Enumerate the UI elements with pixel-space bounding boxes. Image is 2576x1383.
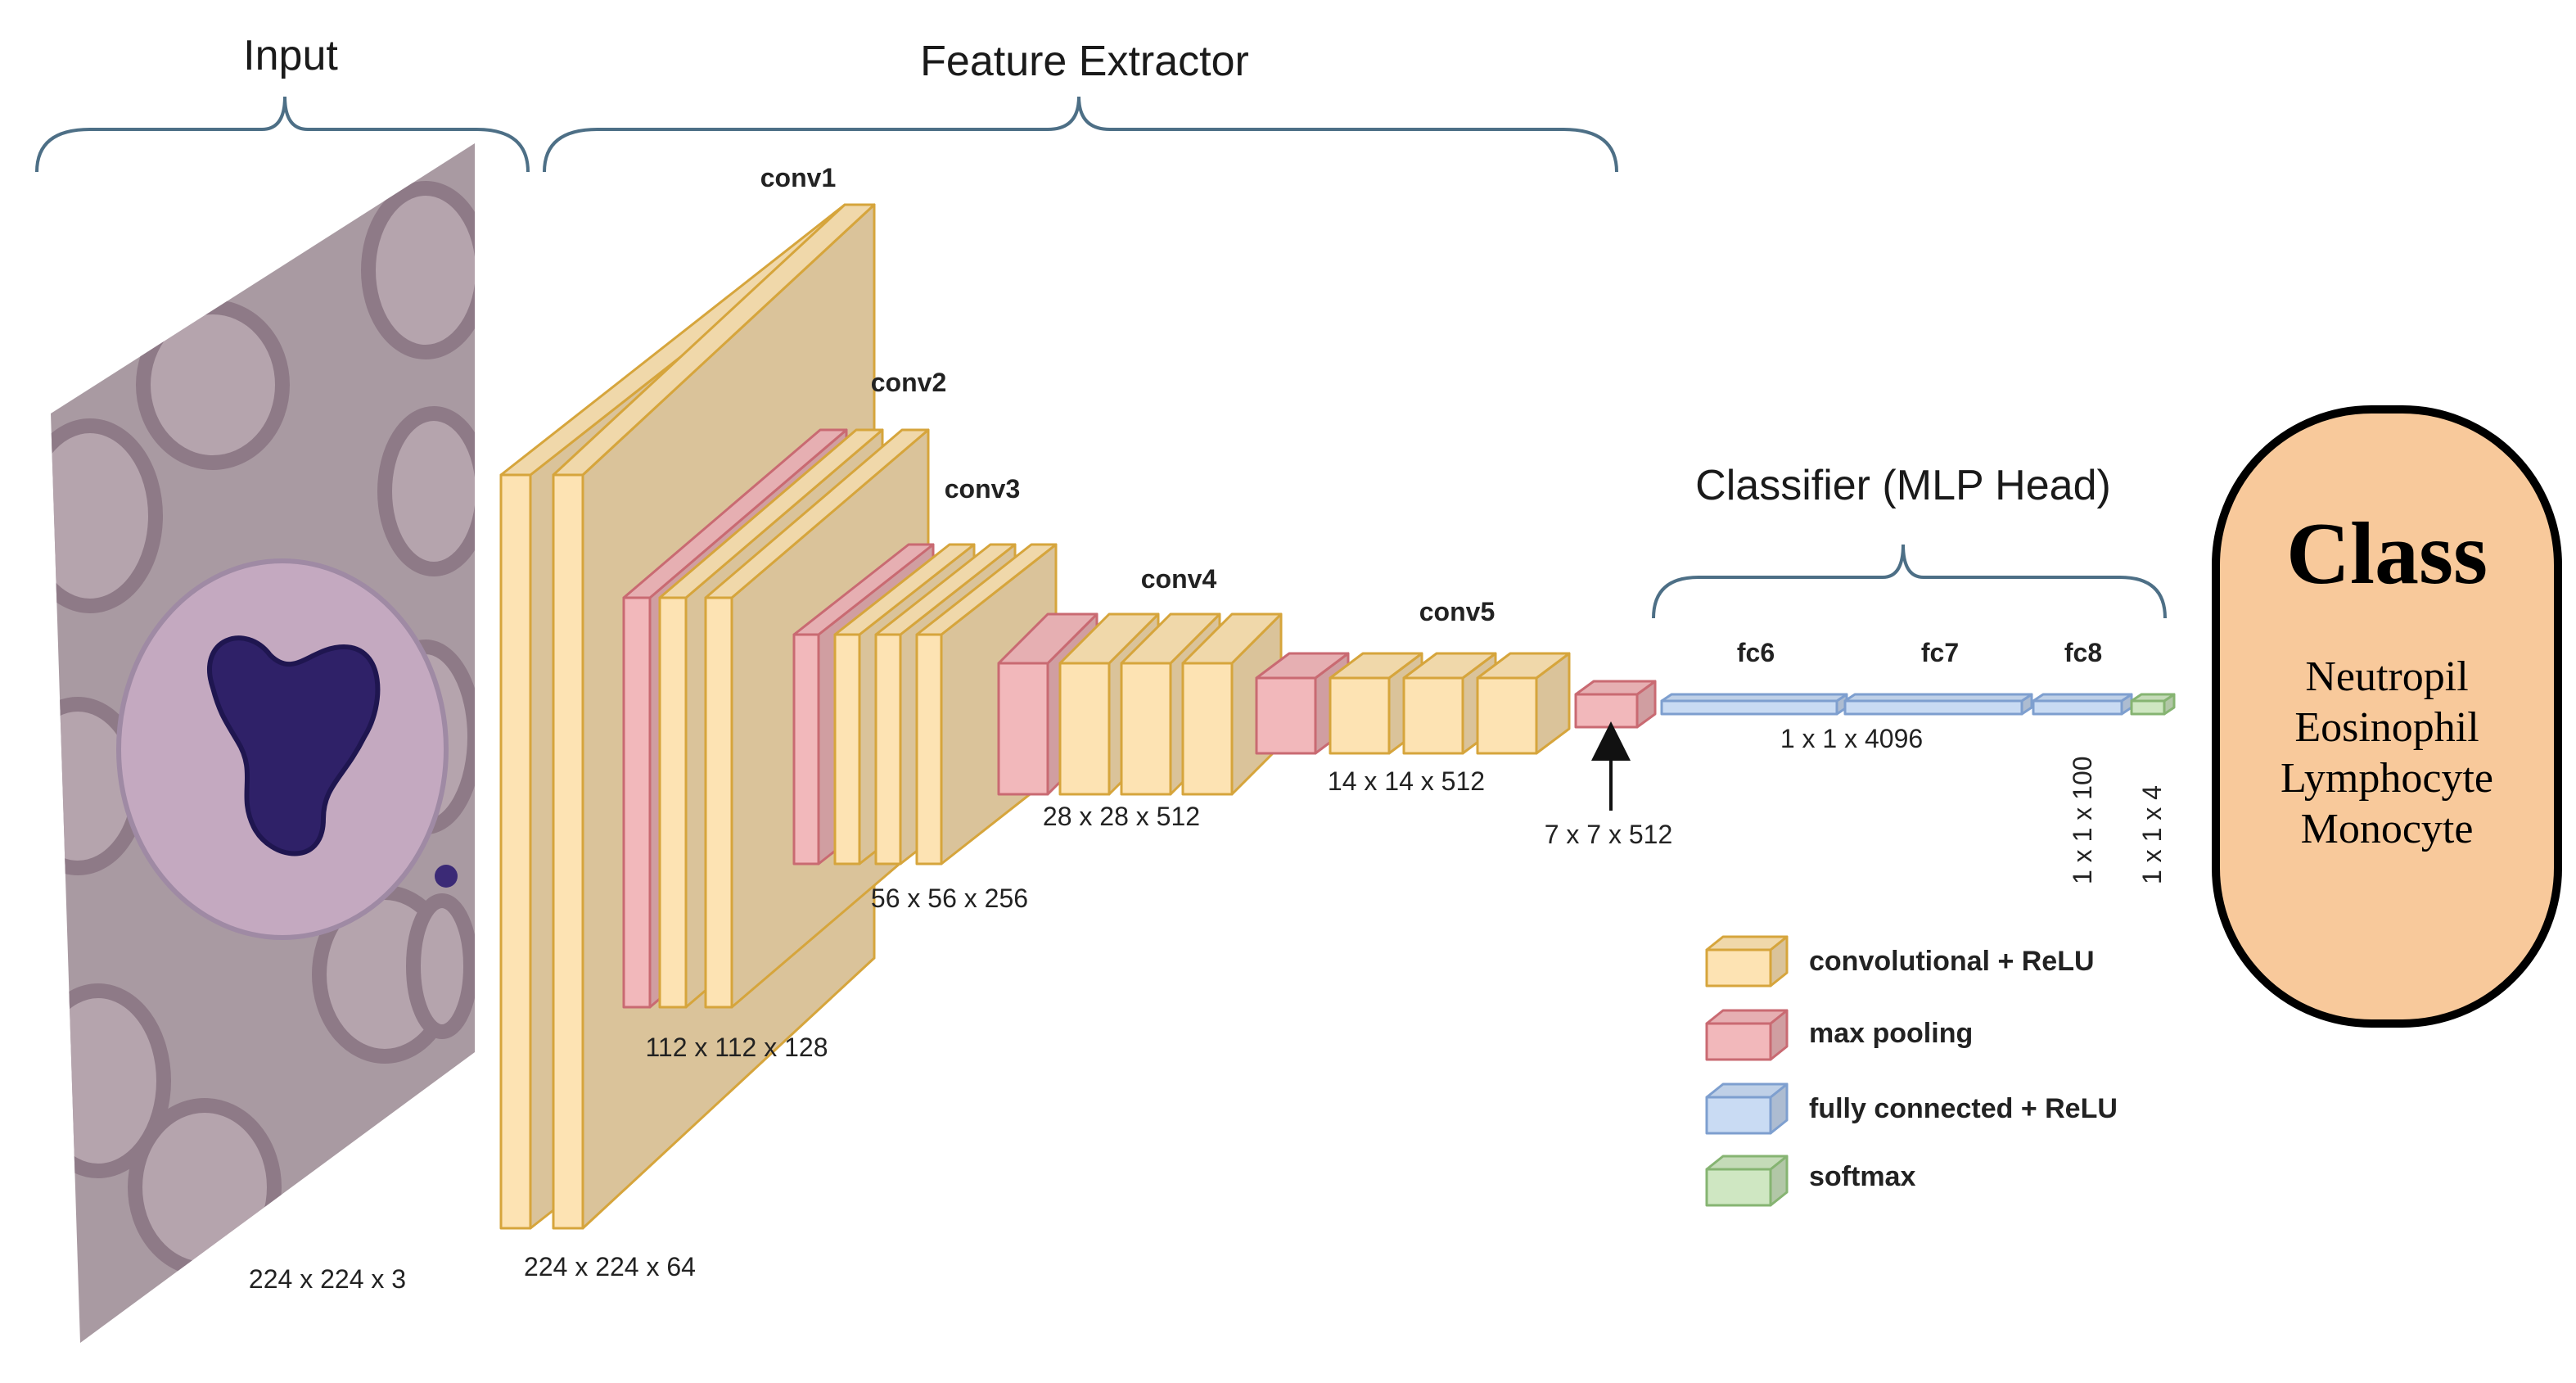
feature-extractor-title: Feature Extractor xyxy=(920,38,1249,85)
conv3-dim-label: 56 x 56 x 256 xyxy=(871,884,1028,913)
legend xyxy=(1705,935,1789,1207)
fc7-block-front xyxy=(1843,699,2023,716)
conv4-pool-front xyxy=(997,662,1049,796)
conv5-label: conv5 xyxy=(1419,597,1495,626)
conv3-slab-1-front xyxy=(833,633,861,866)
pool5-dim-label: 7 x 7 x 512 xyxy=(1545,820,1673,849)
fc8-block xyxy=(2032,693,2133,716)
layer-blocks xyxy=(499,203,2176,1230)
conv4-slab-1-front xyxy=(1058,662,1111,796)
conv3-label: conv3 xyxy=(945,474,1020,504)
class-item-monocyte: Monocyte xyxy=(2301,806,2474,852)
conv3-slab-2-front xyxy=(874,633,902,866)
class-item-lymphocyte: Lymphocyte xyxy=(2281,755,2493,802)
class-item-neutropil: Neutropil xyxy=(2305,653,2468,700)
legend-swatch-conv-front xyxy=(1705,948,1772,988)
conv2-slab-1-front xyxy=(658,596,688,1009)
conv5-pool-front xyxy=(1255,676,1317,755)
brackets xyxy=(35,96,2167,619)
legend-swatch-fc-front xyxy=(1705,1096,1772,1135)
conv2-pool-front xyxy=(622,596,652,1009)
pool5-block-front xyxy=(1574,693,1639,729)
conv3-pool-front xyxy=(792,633,820,866)
input-section-title: Input xyxy=(243,32,338,79)
fc7-label: fc7 xyxy=(1921,638,1959,667)
conv5-slab-1-front xyxy=(1329,676,1391,755)
legend-swatch-pool-top xyxy=(1705,1009,1789,1025)
input-bracket xyxy=(35,96,530,173)
conv2-slab-2-front xyxy=(704,596,733,1009)
legend-swatch-pool xyxy=(1705,1009,1789,1061)
conv4-slab-2-front xyxy=(1120,662,1172,796)
feature-extractor-bracket xyxy=(543,96,1618,173)
fc6-block xyxy=(1660,693,1848,716)
fc67-dim-label: 1 x 1 x 4096 xyxy=(1780,724,1923,753)
cell-nucleus xyxy=(207,635,381,856)
class-output-box xyxy=(2212,405,2562,1028)
legend-label-pool: max pooling xyxy=(1809,1018,1973,1049)
fc8-block-front xyxy=(2032,699,2123,716)
conv2-label: conv2 xyxy=(871,368,946,397)
legend-swatch-pool-front xyxy=(1705,1022,1772,1061)
fc6-block-front xyxy=(1660,699,1838,716)
fc8-label: fc8 xyxy=(2064,638,2102,667)
conv4-slab-3-front xyxy=(1181,662,1234,796)
conv1-label: conv1 xyxy=(760,163,836,192)
conv5-slab-3 xyxy=(1476,652,1571,755)
legend-swatch-fc xyxy=(1705,1082,1789,1135)
fc7-block xyxy=(1843,693,2033,716)
softmax-block xyxy=(2130,693,2176,716)
legend-swatch-fc-top xyxy=(1705,1082,1789,1099)
input-image xyxy=(51,143,475,1343)
conv1-slab-2-front xyxy=(552,473,584,1230)
class-title: Class xyxy=(2286,505,2488,603)
conv2-dim-label: 112 x 112 x 128 xyxy=(646,1033,828,1062)
fc8-dim-label: 1 x 1 x 100 xyxy=(2068,756,2097,884)
conv5-slab-2-front xyxy=(1402,676,1464,755)
legend-swatch-conv xyxy=(1705,935,1789,988)
input-dim-label: 224 x 224 x 3 xyxy=(249,1264,406,1294)
class-item-eosinophil: Eosinophil xyxy=(2294,704,2479,751)
legend-label-fc: fully connected + ReLU xyxy=(1809,1093,2118,1124)
legend-swatch-softmax-top xyxy=(1705,1155,1789,1171)
softmax-dim-label: 1 x 1 x 4 xyxy=(2137,785,2167,884)
legend-label-conv: convolutional + ReLU xyxy=(1809,946,2095,977)
legend-swatch-softmax-front xyxy=(1705,1168,1772,1207)
conv4-label: conv4 xyxy=(1141,564,1217,594)
conv5-dim-label: 14 x 14 x 512 xyxy=(1328,766,1485,796)
conv1-slab-1-front xyxy=(499,473,532,1230)
legend-label-softmax: softmax xyxy=(1809,1161,1915,1192)
conv1-dim-label: 224 x 224 x 64 xyxy=(524,1252,696,1281)
pool5-block xyxy=(1574,680,1657,729)
conv4-dim-label: 28 x 28 x 512 xyxy=(1043,802,1200,831)
conv3-slab-3-front xyxy=(915,633,943,866)
conv5-slab-3-front xyxy=(1476,676,1538,755)
softmax-block-front xyxy=(2130,699,2166,716)
classifier-title: Classifier (MLP Head) xyxy=(1695,462,2111,509)
legend-swatch-softmax xyxy=(1705,1155,1789,1207)
legend-swatch-conv-top xyxy=(1705,935,1789,951)
classifier-bracket xyxy=(1652,544,2167,619)
fc6-label: fc6 xyxy=(1737,638,1775,667)
